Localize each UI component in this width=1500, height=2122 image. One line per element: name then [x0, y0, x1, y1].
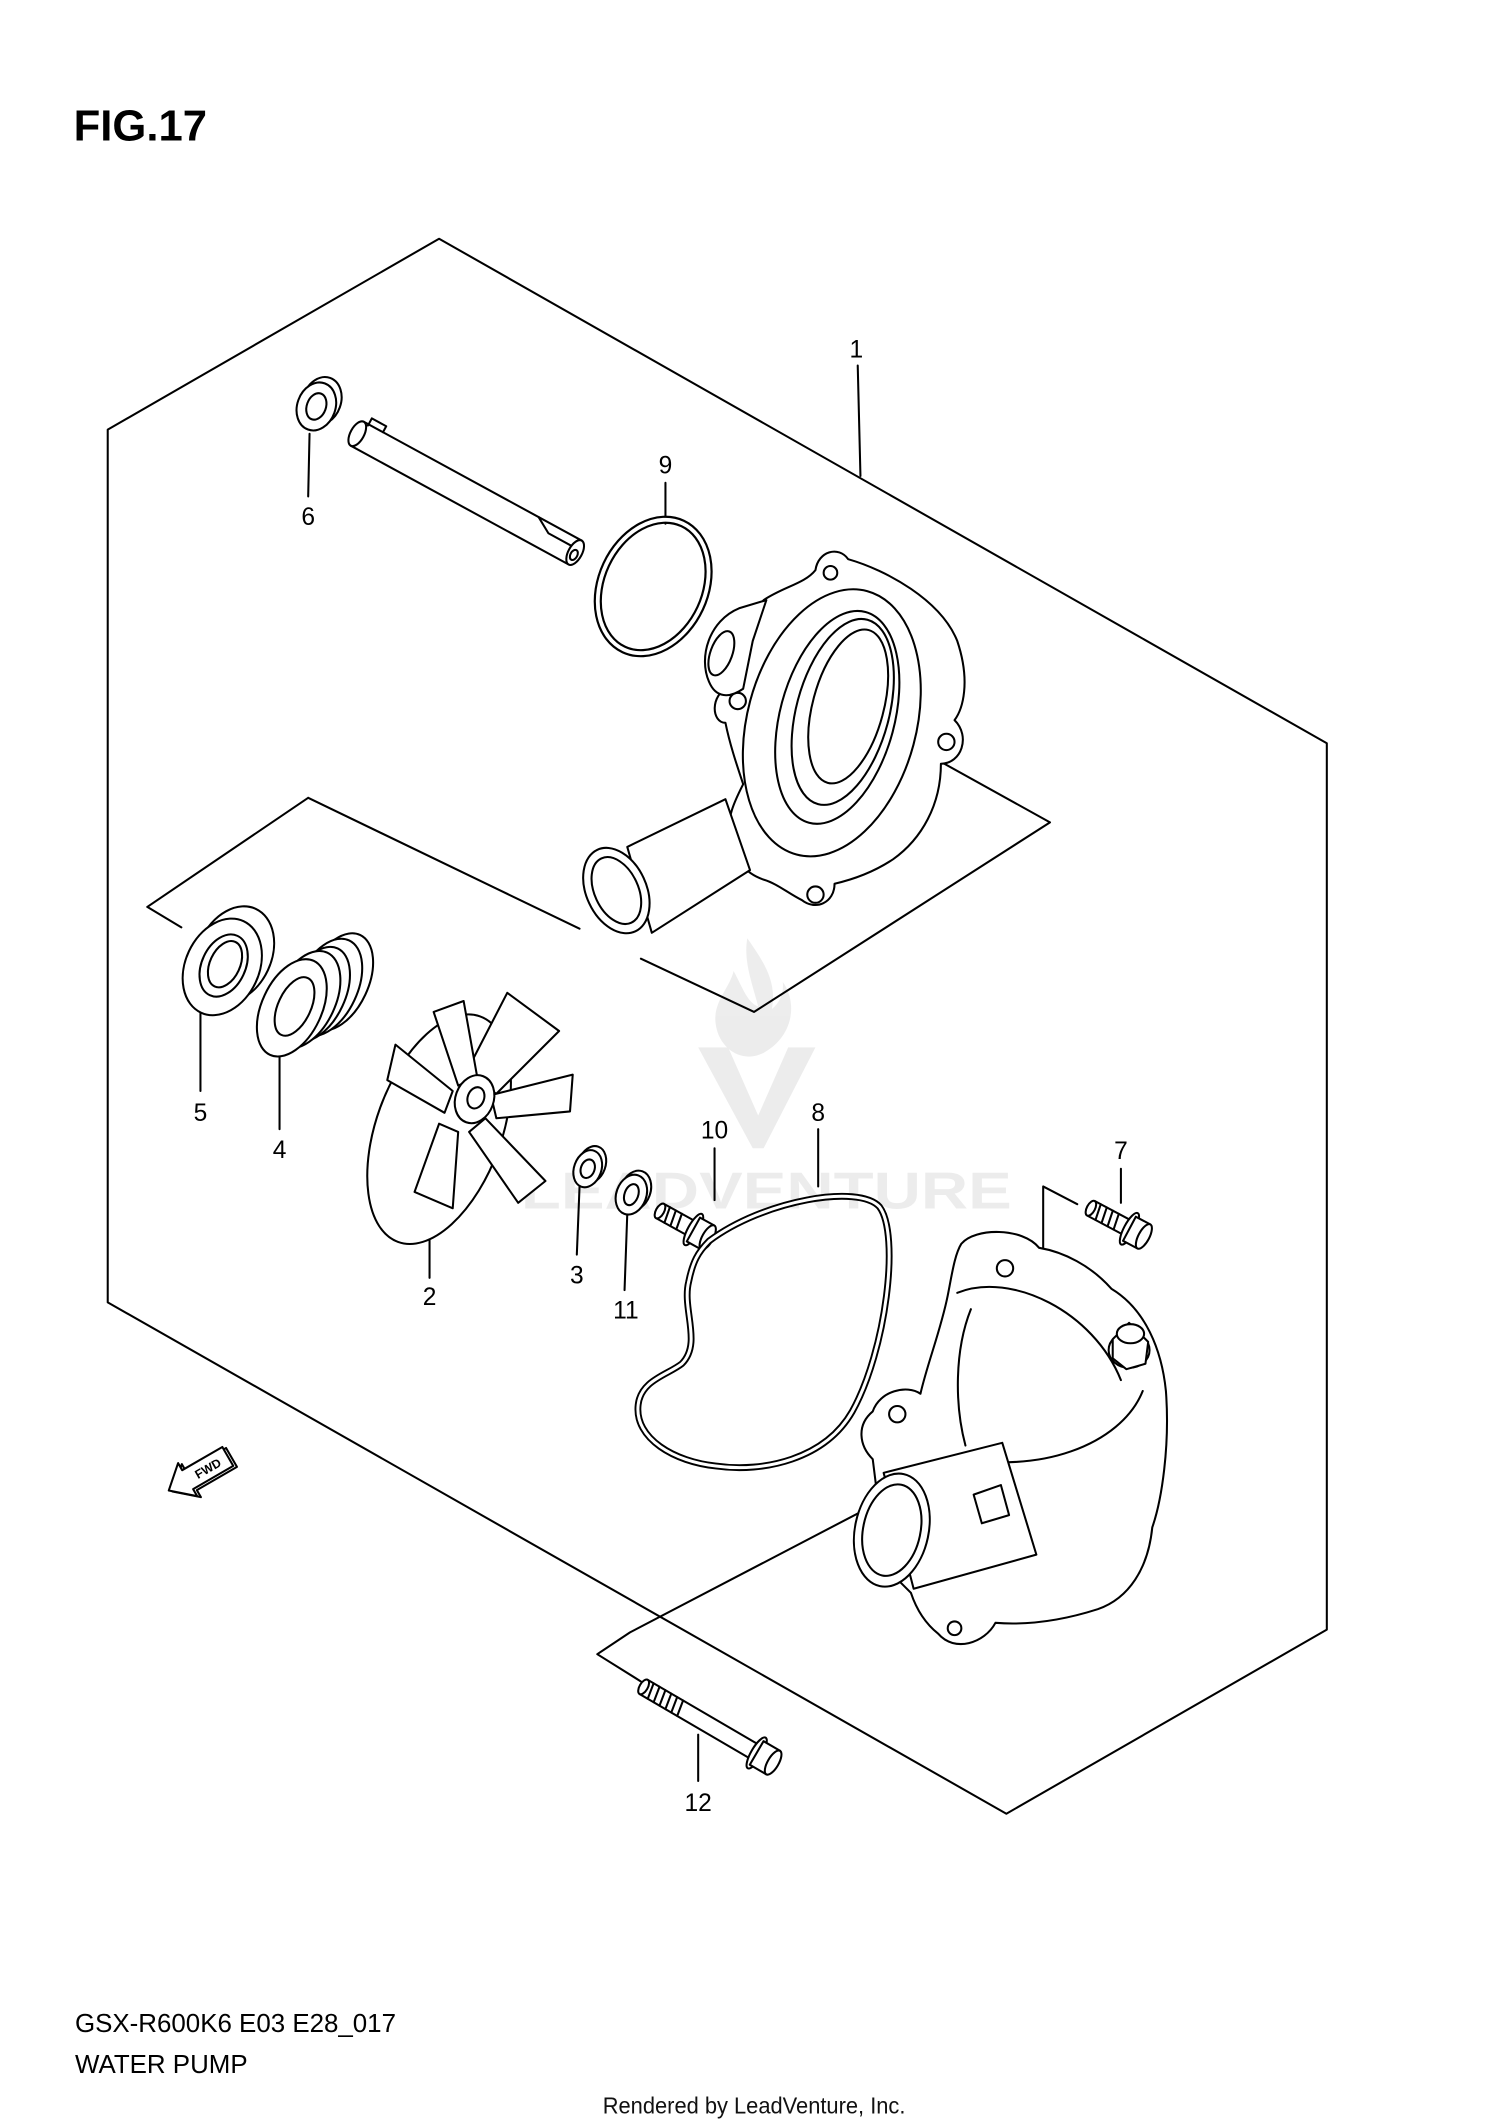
callout-11: 11	[613, 1298, 638, 1325]
callout-8: 8	[811, 1100, 825, 1127]
long-bolt-part	[637, 1678, 783, 1776]
bolt-part	[1084, 1199, 1153, 1250]
impeller-part	[366, 991, 574, 1245]
fwd-arrow-shape	[167, 1445, 235, 1498]
housing-seal-seat	[790, 617, 895, 806]
leader-line	[575, 1185, 581, 1256]
leader-lines	[199, 364, 1122, 1783]
water-pump-housing-part	[582, 550, 966, 935]
callout-1: 1	[850, 336, 864, 363]
gasket-gap	[636, 1194, 891, 1470]
callout-10: 10	[701, 1118, 728, 1145]
bolt-hole	[888, 1404, 907, 1424]
leader-line	[856, 364, 862, 478]
bolt-head-end	[763, 1749, 783, 1776]
pump-shaft-part	[347, 417, 586, 566]
callout-3: 3	[570, 1262, 584, 1289]
callout-7: 7	[1114, 1138, 1128, 1165]
washer-hole	[579, 1158, 596, 1180]
callout-5: 5	[194, 1100, 208, 1127]
washer-part	[572, 1145, 608, 1189]
flame-icon	[715, 938, 792, 1057]
o-ring-part	[593, 515, 713, 658]
impeller-vane	[386, 1043, 454, 1114]
shaft-start-cap	[347, 420, 368, 448]
assembly-boundary	[106, 237, 1328, 1815]
cover-bolt-top	[1115, 1323, 1146, 1345]
figure-title: FIG.17	[74, 103, 207, 151]
impeller-vane	[489, 1073, 574, 1120]
impeller-vane	[468, 1117, 547, 1204]
shaft-end-hole	[568, 548, 579, 562]
bolt-hole	[946, 1620, 963, 1637]
o-ring-gap	[595, 517, 711, 656]
v-mark-icon	[698, 1047, 816, 1149]
reference-line	[596, 1469, 942, 1683]
shaft-flat	[537, 516, 579, 550]
bolt-hole	[806, 885, 825, 904]
render-credit: Rendered by LeadVenture, Inc.	[603, 2093, 906, 2119]
oil-seal-lip	[198, 933, 249, 998]
bolt-part	[653, 1202, 717, 1251]
callout-6: 6	[301, 504, 315, 531]
washer-hole	[305, 392, 328, 421]
washer-part	[614, 1169, 653, 1216]
gasket-part	[634, 1192, 893, 1472]
housing-inner-bore	[807, 628, 890, 785]
seal-bore	[273, 976, 316, 1037]
inlet-pipe-end	[582, 846, 651, 935]
mechanical-seal-part	[255, 932, 375, 1058]
callout-4: 4	[273, 1137, 287, 1164]
housing-volute-contour	[741, 588, 922, 858]
leader-line	[623, 1212, 629, 1292]
bolt-tip	[653, 1202, 667, 1220]
assembly-name-caption: WATER PUMP	[75, 2051, 248, 2079]
bolt-tip	[637, 1678, 651, 1696]
housing-boss	[704, 599, 768, 697]
bolt-hole	[822, 564, 839, 581]
oil-seal-hole	[206, 940, 244, 989]
outlet-pipe-opening	[861, 1483, 923, 1577]
bolt-threads	[646, 1682, 685, 1718]
callout-2: 2	[423, 1284, 437, 1311]
bolt-threads	[1094, 1203, 1120, 1231]
boss-opening	[707, 630, 736, 677]
washer-hole	[622, 1183, 640, 1207]
impeller-vane	[413, 1122, 460, 1210]
callout-9: 9	[659, 452, 673, 479]
inlet-pipe-opening	[590, 856, 643, 925]
bolt-threads	[663, 1206, 683, 1231]
washer-part	[295, 376, 343, 432]
leader-line	[307, 432, 311, 498]
bolt-tip	[1084, 1199, 1098, 1217]
callout-labels: 1 9 6 5 4 2 3 11 10 8 7 12	[194, 336, 1128, 1817]
oil-seal-part	[181, 905, 276, 1017]
fwd-arrow-icon: FWD	[167, 1445, 239, 1499]
callout-12: 12	[685, 1790, 712, 1817]
water-pump-cover-part	[852, 1230, 1169, 1645]
bolt-hole	[937, 732, 956, 752]
shaft-tab	[366, 417, 388, 434]
impeller-hub-hole	[466, 1086, 486, 1110]
bolt-head-end	[1134, 1223, 1153, 1250]
reference-line	[146, 724, 1052, 1013]
outlet-pipe-rib	[972, 1484, 1011, 1525]
bolt-hole	[995, 1259, 1015, 1278]
model-code-caption: GSX-R600K6 E03 E28_017	[75, 2010, 396, 2038]
